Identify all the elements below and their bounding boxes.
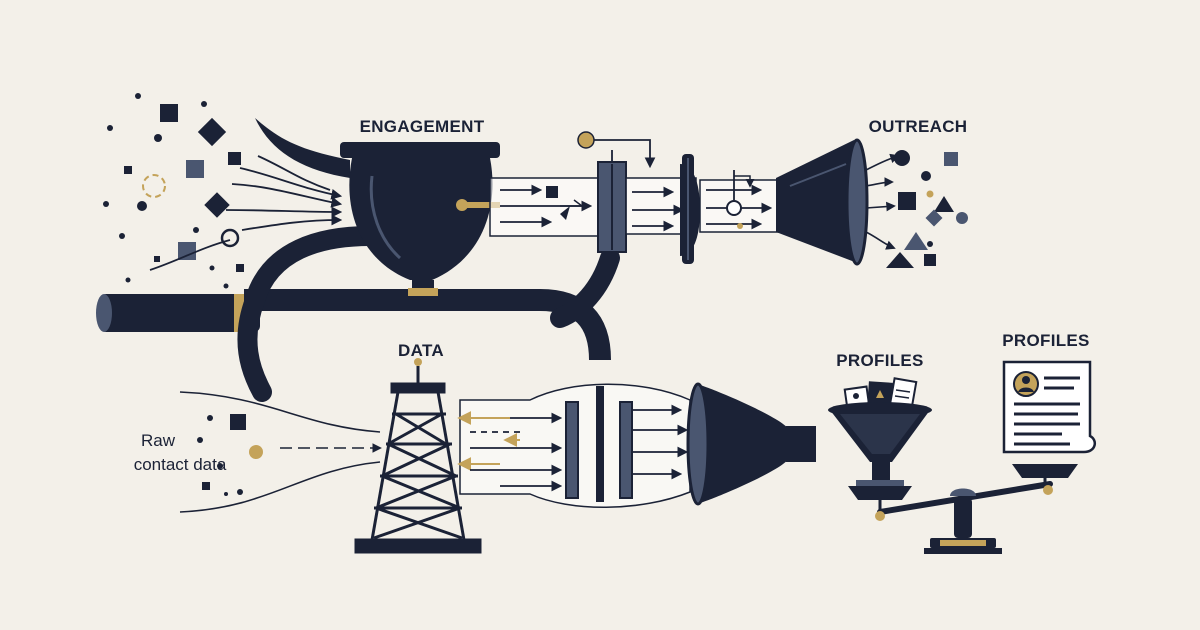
label-data: DATA — [398, 341, 444, 360]
outreach-megaphone — [776, 138, 869, 266]
scattered-particles-top — [103, 93, 244, 289]
lower-flow-tube — [457, 383, 691, 508]
swoosh-shape — [255, 118, 350, 178]
inflow-curves — [149, 155, 343, 271]
data-derrick — [354, 358, 482, 554]
raw-data-particles — [197, 414, 263, 496]
label-raw-line1: Raw — [141, 431, 176, 450]
engagement-outflow-tube — [489, 177, 601, 237]
loop-pipe — [237, 226, 620, 402]
label-outreach: OUTREACH — [869, 117, 968, 136]
top-valve — [680, 154, 700, 264]
label-profiles-right: PROFILES — [1002, 331, 1089, 350]
profile-document — [1002, 360, 1097, 454]
label-profiles-left: PROFILES — [836, 351, 923, 370]
label-raw-line2: contact data — [134, 455, 227, 474]
engagement-vessel — [340, 142, 500, 306]
lower-funnel-cone — [686, 382, 816, 506]
label-engagement: ENGAGEMENT — [360, 117, 485, 136]
valve-outflow-tube — [699, 170, 779, 233]
profiles-funnel — [828, 377, 932, 484]
top-filter-plate — [577, 131, 656, 253]
outreach-particles — [865, 150, 968, 268]
main-pipe — [96, 289, 611, 361]
balance-scale — [848, 464, 1078, 554]
raw-data-inflow — [179, 391, 382, 513]
